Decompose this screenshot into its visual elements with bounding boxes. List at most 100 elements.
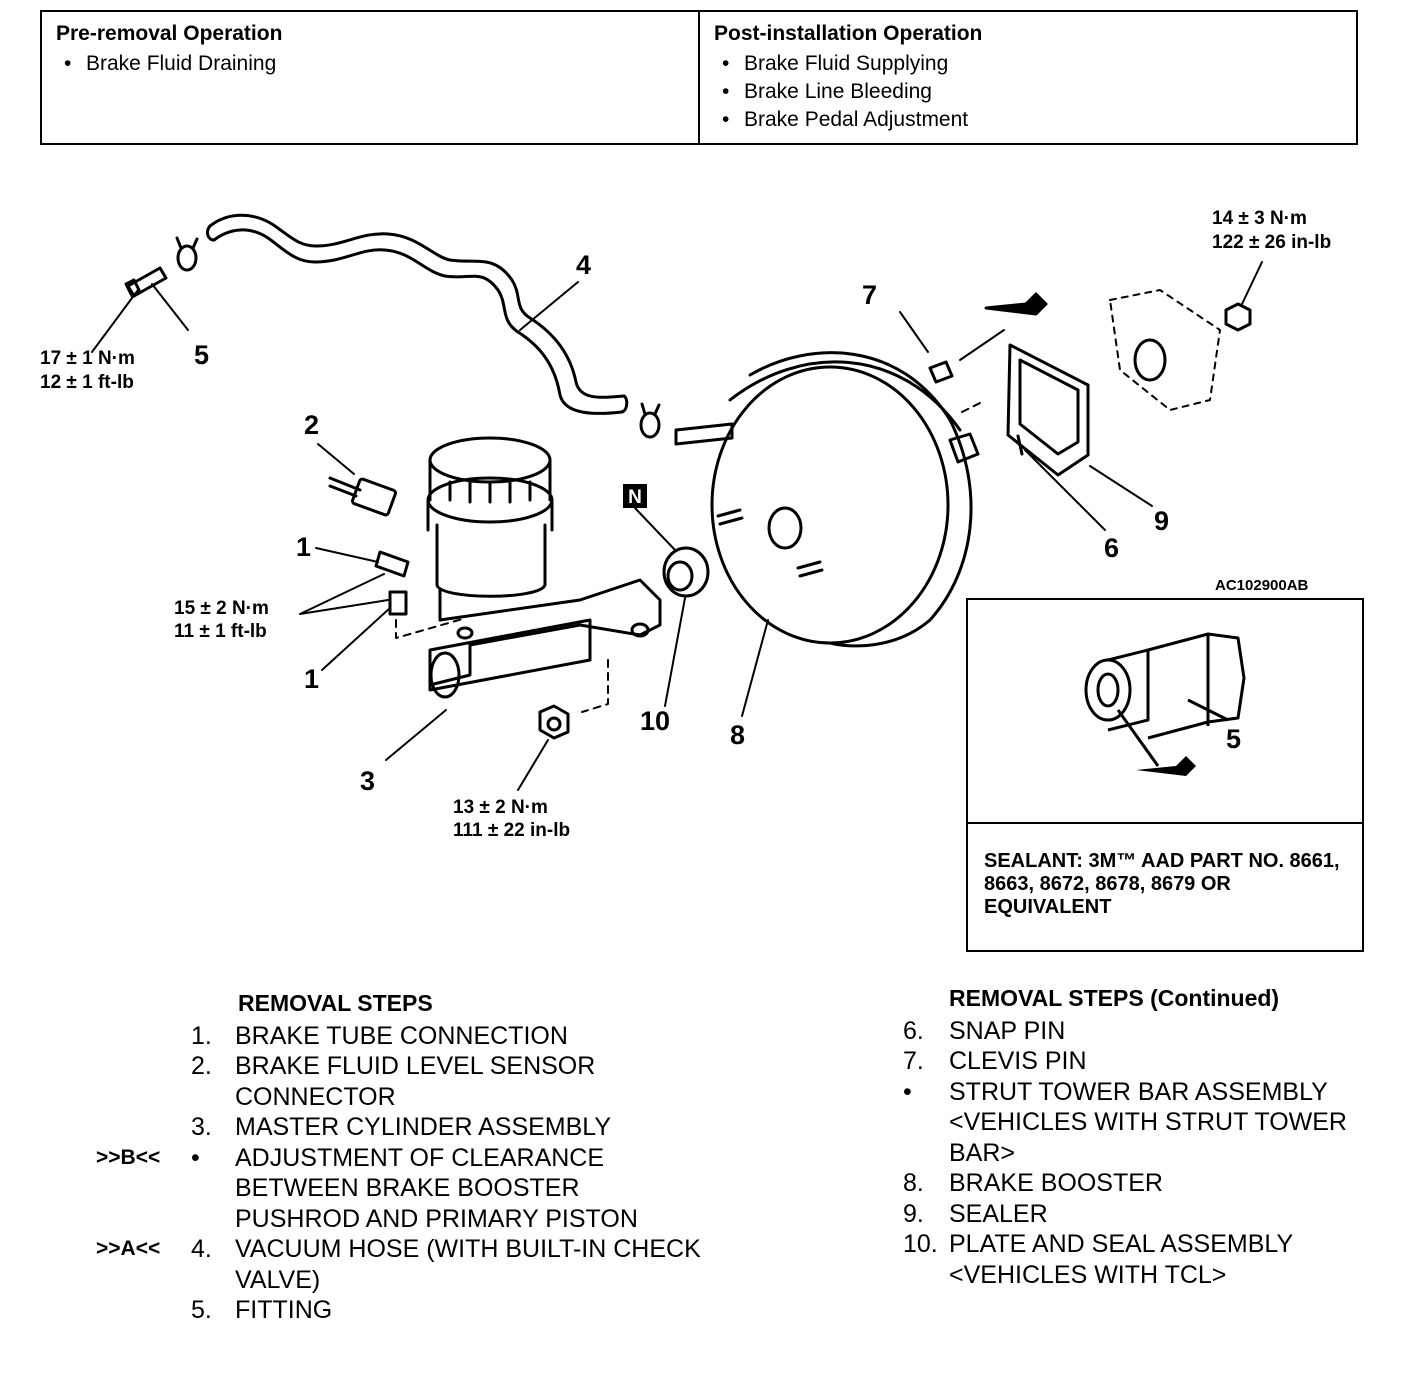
step-text: BRAKE FLUID LEVEL SENSOR CONNECTOR [235, 1052, 596, 1111]
removal-step-row: 10. PLATE AND SEAL ASSEMBLY <VEHICLES WI… [903, 1229, 1383, 1290]
vacuum-hose-drawing [205, 213, 629, 415]
torque-brake-tube-imperial: 11 ± 1 ft-lb [174, 621, 267, 642]
sealant-tube-icon [1136, 756, 1196, 776]
plate-and-seal-drawing [662, 546, 710, 598]
part-number-label: 4 [576, 250, 591, 280]
hose-clamp-middle-drawing [639, 402, 661, 439]
step-flag [96, 1021, 191, 1052]
step-flag: >>B<< [96, 1145, 161, 1169]
operations-table: Pre-removal Operation Brake Fluid Draini… [40, 10, 1358, 145]
step-number: 9. [903, 1199, 924, 1228]
nonreusable-mark: N [628, 487, 642, 508]
torque-fitting-metric: 17 ± 1 N·m [40, 348, 135, 369]
step-text: BRAKE BOOSTER [949, 1169, 1163, 1197]
sealant-note: SEALANT: 3M™ AAD PART NO. 8661, 8663, 86… [984, 850, 1340, 918]
step-text: MASTER CYLINDER ASSEMBLY [235, 1113, 612, 1141]
step-text: PLATE AND SEAL ASSEMBLY <VEHICLES WITH T… [949, 1230, 1293, 1289]
post-installation-title: Post-installation Operation [714, 22, 983, 45]
fitting-detail-drawing: 5 [1084, 632, 1246, 776]
removal-step-row: 6. SNAP PIN [903, 1016, 1383, 1047]
step-number: 10. [903, 1230, 938, 1258]
part-number-label: 9 [1154, 506, 1169, 536]
post-installation-column: Post-installation Operation Brake Fluid … [698, 12, 1356, 143]
step-flag: >>A<< [96, 1237, 161, 1260]
part-number-label: 7 [862, 280, 877, 310]
torque-master-cylinder-nut-imperial: 111 ± 22 in-lb [453, 820, 570, 841]
pre-removal-column: Pre-removal Operation Brake Fluid Draini… [42, 12, 698, 143]
part-number-label: 5 [1226, 724, 1241, 754]
part-number-label: 1 [304, 664, 319, 694]
removal-step-row: >>B<< • ADJUSTMENT OF CLEARANCE BETWEEN … [96, 1143, 706, 1235]
removal-step-row: 2. BRAKE FLUID LEVEL SENSOR CONNECTOR [96, 1051, 706, 1112]
booster-nut-drawing [1224, 302, 1252, 332]
step-number: 2. [191, 1052, 212, 1080]
part-number-label: 10 [640, 706, 670, 736]
torque-fitting-imperial: 12 ± 1 ft-lb [40, 372, 134, 393]
post-installation-item: Brake Fluid Supplying [714, 50, 1342, 78]
torque-brake-tube-metric: 15 ± 2 N·m [174, 598, 269, 619]
step-number: • [191, 1143, 200, 1172]
step-number: 1. [191, 1021, 212, 1050]
post-installation-item: Brake Pedal Adjustment [714, 106, 1342, 134]
removal-step-row: 5. FITTING [96, 1295, 706, 1326]
booster-vacuum-pipe [674, 422, 734, 446]
part-number-label: 6 [1104, 533, 1119, 563]
removal-step-row: 7. CLEVIS PIN [903, 1046, 1383, 1077]
step-text: SNAP PIN [949, 1016, 1066, 1045]
part-number-label: 2 [304, 410, 319, 440]
master-cylinder-nut-drawing [538, 704, 570, 740]
brake-booster-exploded-diagram: N 1 1 2 3 4 5 6 7 8 9 10 17 ± 1 N·m 12 ±… [40, 208, 1331, 841]
clevis-pin-drawing [928, 360, 954, 384]
removal-step-row: 3. MASTER CYLINDER ASSEMBLY [96, 1112, 706, 1143]
brake-tube-nut-drawing [374, 550, 410, 616]
step-text: CLEVIS PIN [949, 1047, 1087, 1075]
mounting-plate-outline [1109, 289, 1221, 411]
torque-booster-nut-imperial: 122 ± 26 in-lb [1212, 232, 1331, 253]
removal-step-row: >>A<< 4. VACUUM HOSE (WITH BUILT-IN CHEC… [96, 1234, 706, 1295]
step-number: 3. [191, 1113, 212, 1141]
step-text: SEALER [949, 1199, 1048, 1228]
master-cylinder-drawing [426, 436, 662, 699]
part-number-label: 1 [296, 532, 311, 562]
step-flag [96, 1295, 191, 1326]
removal-steps: REMOVAL STEPS 1. BRAKE TUBE CONNECTION 2… [96, 988, 706, 1326]
nonreusable-mark-box [623, 484, 647, 508]
torque-booster-nut-metric: 14 ± 3 N·m [1212, 208, 1307, 229]
post-installation-item: Brake Line Bleeding [714, 78, 1342, 106]
brake-booster-drawing [710, 351, 980, 648]
step-text: ADJUSTMENT OF CLEARANCE BETWEEN BRAKE BO… [235, 1143, 638, 1233]
removal-step-row: 8. BRAKE BOOSTER [903, 1168, 1383, 1199]
figure-code: AC102900AB [1215, 577, 1309, 594]
step-flag [96, 1112, 191, 1143]
step-number: • [903, 1077, 912, 1106]
callout-divider [968, 822, 1362, 824]
step-text: FITTING [235, 1296, 333, 1324]
removal-step-row: 1. BRAKE TUBE CONNECTION [96, 1021, 706, 1052]
part-number-label: 5 [194, 340, 209, 370]
part-number-label: 8 [730, 720, 745, 750]
removal-step-row: 9. SEALER [903, 1199, 1383, 1230]
sealant-tube-icon [984, 292, 1048, 316]
part-number-label: 3 [360, 766, 375, 796]
mounting-plate-hole [1133, 338, 1167, 382]
removal-step-row: • STRUT TOWER BAR ASSEMBLY <VEHICLES WIT… [903, 1077, 1383, 1169]
step-number: 8. [903, 1169, 924, 1197]
sealer-gasket-drawing [1006, 343, 1090, 477]
hose-clamp-drawing [175, 236, 199, 272]
step-text: VACUUM HOSE (WITH BUILT-IN CHECK VALVE) [235, 1235, 701, 1294]
step-number: 4. [191, 1235, 212, 1263]
step-number: 6. [903, 1016, 924, 1045]
removal-steps-continued-title: REMOVAL STEPS (Continued) [949, 985, 1280, 1011]
step-text: STRUT TOWER BAR ASSEMBLY <VEHICLES WITH … [949, 1077, 1347, 1167]
step-flag [96, 1051, 191, 1112]
fluid-level-sensor-connector-drawing [328, 476, 397, 517]
removal-steps-continued: REMOVAL STEPS (Continued) 6. SNAP PIN 7.… [903, 983, 1383, 1290]
step-number: 7. [903, 1047, 924, 1075]
pre-removal-title: Pre-removal Operation [56, 22, 283, 45]
step-number: 5. [191, 1296, 212, 1324]
sealant-callout: 5 SEALANT: 3M™ AAD PART NO. 8661, 8663, … [966, 598, 1364, 952]
removal-steps-title: REMOVAL STEPS [238, 990, 433, 1016]
pre-removal-item: Brake Fluid Draining [56, 50, 684, 78]
step-text: BRAKE TUBE CONNECTION [235, 1021, 568, 1050]
fitting-drawing [124, 266, 168, 298]
